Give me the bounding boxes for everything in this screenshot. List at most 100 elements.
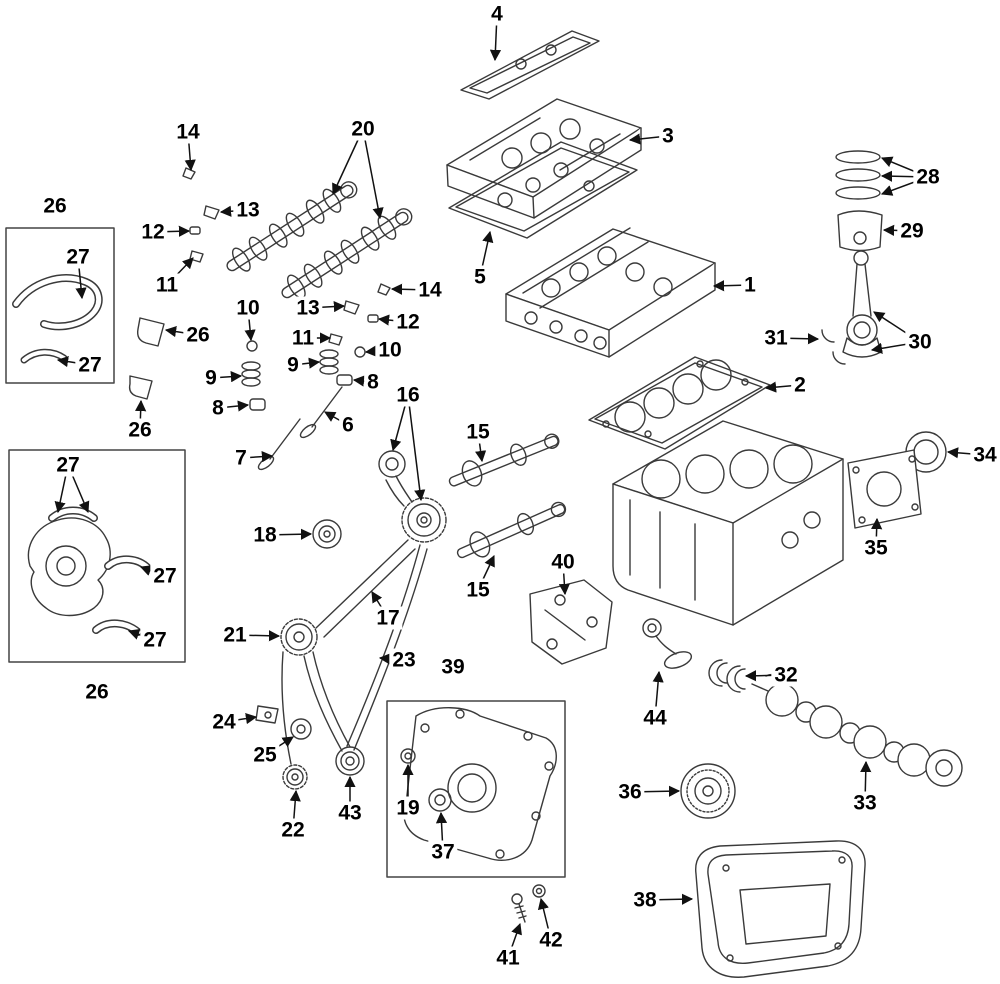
valve-cover-gasket (460, 30, 600, 100)
oil-pan (695, 840, 866, 978)
timing-tensioner (378, 450, 406, 478)
part-callout-12-16: 12 (393, 310, 423, 334)
rear-seal-retainer (847, 449, 922, 529)
piston (837, 210, 883, 252)
balance-shaft-rear (456, 501, 567, 559)
part-callout-29-7: 29 (897, 219, 927, 243)
oil-pickup (642, 618, 693, 669)
part-callout-17-40: 17 (373, 606, 403, 630)
valves (257, 386, 343, 471)
part-callout-38-56: 38 (630, 888, 660, 912)
part-callout-3-3: 3 (659, 124, 677, 148)
part-callout-27-23: 27 (75, 353, 105, 377)
part-callout-5-10: 5 (471, 265, 489, 289)
part-callout-7-33: 7 (232, 446, 250, 470)
part-callout-27-34: 27 (53, 453, 83, 477)
part-callout-34-32: 34 (970, 443, 1000, 467)
part-callout-2-26: 2 (791, 373, 809, 397)
rod-bearings (821, 329, 846, 365)
crankshaft (751, 673, 963, 787)
part-callout-26-4: 26 (40, 194, 70, 218)
part-callout-19-52: 19 (393, 796, 423, 820)
part-callout-4-0: 4 (488, 2, 506, 26)
part-callout-27-37: 27 (150, 564, 180, 588)
part-callout-35-36: 35 (861, 536, 891, 560)
part-callout-33-51: 33 (850, 791, 880, 815)
part-callout-41-57: 41 (493, 946, 523, 970)
part-callout-26-30: 26 (125, 418, 155, 442)
part-callout-30-20: 30 (905, 330, 935, 354)
cam-cap-brackets (128, 317, 165, 400)
part-callout-9-22: 9 (284, 353, 302, 377)
part-callout-24-48: 24 (209, 710, 239, 734)
part-callout-23-43: 23 (389, 648, 419, 672)
part-callout-36-50: 36 (615, 780, 645, 804)
group-box-outlines (5, 227, 566, 878)
part-callout-10-15: 10 (233, 296, 263, 320)
tensioner-pulley (335, 746, 365, 776)
piston-rings (835, 150, 881, 200)
crank-timing-sprocket (401, 497, 447, 543)
valve-keepers-and-seals (182, 167, 391, 358)
breather-hoses (12, 274, 103, 364)
belt-guide (255, 705, 279, 724)
part-callout-14-1: 14 (173, 120, 203, 144)
part-callout-12-8: 12 (138, 220, 168, 244)
pulley-bolt (511, 893, 527, 923)
camshaft-exhaust (281, 208, 413, 299)
part-callout-11-12: 11 (152, 273, 182, 297)
valve-cover (446, 98, 642, 219)
part-callout-40-39: 40 (548, 550, 578, 574)
part-callout-28-5: 28 (913, 165, 943, 189)
cover-gasket (448, 141, 638, 239)
front-cover-assembly (400, 707, 557, 861)
leader-line-20 (362, 128, 384, 220)
part-callout-1-11: 1 (741, 273, 759, 297)
part-callout-14-13: 14 (415, 278, 445, 302)
part-callout-6-29: 6 (339, 413, 357, 437)
part-callout-42-58: 42 (536, 928, 566, 952)
part-callout-32-46: 32 (771, 663, 801, 687)
idler-pulley (312, 519, 342, 549)
part-callout-18-35: 18 (250, 523, 280, 547)
cylinder-head (505, 227, 716, 358)
part-callout-31-19: 31 (761, 326, 791, 350)
part-callout-25-49: 25 (250, 743, 280, 767)
part-callout-8-28: 8 (209, 396, 227, 420)
part-callout-9-24: 9 (202, 366, 220, 390)
engine-block (612, 420, 844, 626)
thrust-bearings (708, 659, 746, 693)
timing-cover-and-hoses (27, 506, 152, 636)
connecting-rod (842, 250, 882, 358)
crank-pulley (680, 763, 736, 819)
part-callout-44-47: 44 (640, 706, 670, 730)
part-callout-37-55: 37 (428, 840, 458, 864)
crank-sprocket (282, 764, 308, 790)
part-callout-15-38: 15 (463, 578, 493, 602)
part-callout-22-54: 22 (278, 818, 308, 842)
rear-plate (529, 579, 613, 665)
washer (532, 884, 546, 898)
part-callout-21-42: 21 (220, 623, 250, 647)
part-callout-26-17: 26 (183, 323, 213, 347)
part-callout-15-31: 15 (463, 420, 493, 444)
part-callout-8-25: 8 (364, 370, 382, 394)
leader-line-16 (407, 394, 426, 502)
part-callout-11-18: 11 (288, 326, 318, 350)
cam-sprocket (280, 618, 318, 656)
part-callout-20-2: 20 (348, 117, 378, 141)
part-callout-43-53: 43 (335, 801, 365, 825)
part-callout-13-14: 13 (293, 296, 323, 320)
part-callout-39-45: 39 (438, 655, 468, 679)
part-callout-16-27: 16 (393, 383, 423, 407)
timing-belt (281, 475, 428, 765)
valve-spring-seats (249, 374, 353, 411)
camshaft-intake (226, 181, 358, 272)
part-callout-26-44: 26 (82, 680, 112, 704)
part-callout-27-41: 27 (140, 628, 170, 652)
part-callout-27-9: 27 (63, 245, 93, 269)
tensioner-spacer (290, 718, 312, 740)
balance-shaft-front (448, 433, 560, 487)
